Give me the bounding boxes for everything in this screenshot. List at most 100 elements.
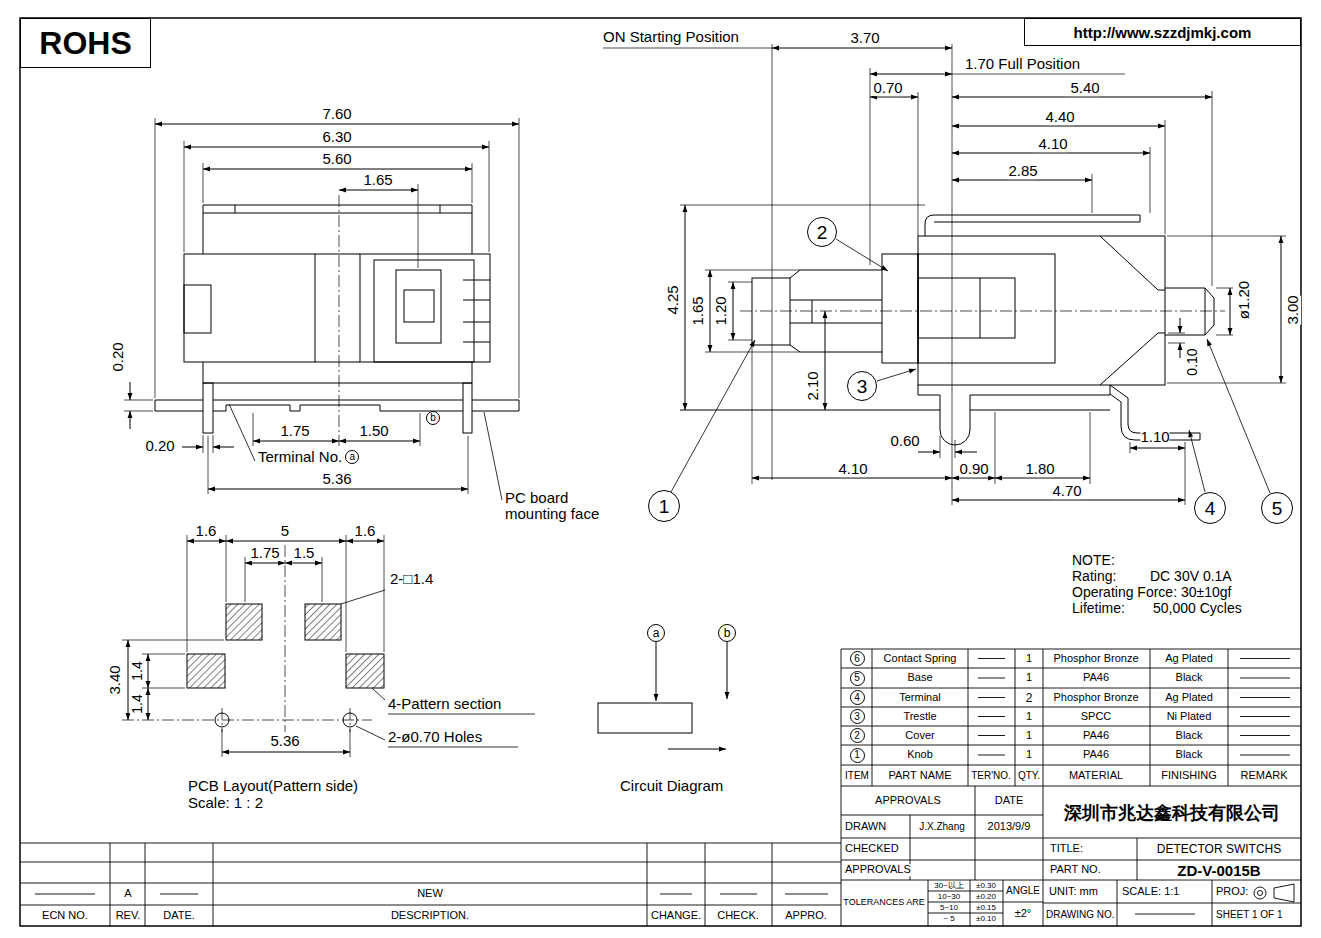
sheet-frame xyxy=(20,18,1301,926)
circuit-symbol xyxy=(727,642,728,699)
parts-table-cell: 2 xyxy=(1026,692,1033,705)
table-grid xyxy=(20,843,841,926)
dimension-line xyxy=(1281,236,1282,383)
pcb-layout xyxy=(285,563,322,564)
dimension-value: 6.30 xyxy=(322,129,351,145)
pcb-layout xyxy=(122,535,535,757)
table-grid xyxy=(841,649,1301,926)
callout-leader xyxy=(671,239,1270,493)
parts-table-cell: PA46 xyxy=(1083,672,1109,684)
dimension-value: 1.10 xyxy=(1140,429,1169,445)
parts-table-cell: Phosphor Bronze xyxy=(1054,692,1139,704)
revision-table-cell: REV. xyxy=(116,910,141,922)
dimension-value: 4.10 xyxy=(838,461,867,477)
circuit-symbol xyxy=(668,749,726,750)
dimension-line xyxy=(203,169,472,170)
pcb-layout xyxy=(305,604,341,640)
dimension-value: 1.75 xyxy=(250,545,279,561)
dimension-line xyxy=(952,97,1212,98)
rohs-mark: ROHS xyxy=(20,18,151,68)
dimension-line xyxy=(339,195,340,446)
title-block-cell: 深圳市兆达鑫科技有限公司 xyxy=(1064,804,1280,823)
dimension-line xyxy=(1180,343,1181,358)
drawing xyxy=(20,18,1301,926)
callout-number: 2 xyxy=(807,217,837,247)
table-grid xyxy=(1258,891,1263,896)
front-view xyxy=(463,280,490,342)
dimension-value: 4.25 xyxy=(665,285,681,314)
dimension-value: 1.6 xyxy=(355,523,376,539)
pcb-layout xyxy=(245,563,285,564)
title-block-cell: UNIT: mm xyxy=(1049,886,1098,898)
title-block-cell: ±0.10 xyxy=(976,914,996,922)
terminal-mark: b xyxy=(718,624,736,642)
dimension-line xyxy=(952,153,1150,154)
callout-leader xyxy=(877,369,916,381)
callout-number: 1 xyxy=(648,490,680,522)
parts-table-cell: QTY. xyxy=(1018,771,1040,782)
pcb-layout xyxy=(148,688,149,720)
dimension-value: 1.5 xyxy=(294,545,315,561)
item-number-text: 6 xyxy=(854,654,860,664)
title-block-cell: ~ 5 xyxy=(943,914,954,922)
parts-table-cell: 1 xyxy=(1026,749,1032,761)
title-block-cell: 5~10 xyxy=(940,903,958,911)
rating-note: Lifetime: xyxy=(1072,601,1125,616)
pcb-layout xyxy=(226,541,346,542)
front-view xyxy=(203,205,472,254)
parts-table-cell: Base xyxy=(907,672,932,684)
table-grid xyxy=(1254,887,1266,899)
pcb-layout xyxy=(122,535,384,757)
revision-table-cell: DATE. xyxy=(163,910,195,922)
callout-leader xyxy=(1189,430,1205,492)
dimension-line xyxy=(124,118,519,494)
revision-table-cell: DESCRIPTION. xyxy=(391,910,469,922)
rohs-mark-text: ROHS xyxy=(39,27,131,59)
position-note: ON Starting Position xyxy=(603,29,739,45)
terminal-label: Terminal No. xyxy=(258,449,342,465)
rating-note: 50,000 Cycles xyxy=(1153,601,1242,616)
table-grid xyxy=(841,786,1301,926)
dimension-value: 3.00 xyxy=(1285,295,1301,324)
dimension-line xyxy=(710,270,711,352)
side-view xyxy=(980,236,1165,385)
leader-note: PC board mounting face xyxy=(505,490,627,522)
front-view xyxy=(404,290,434,322)
dimension-line xyxy=(339,190,418,191)
item-number: 4 xyxy=(850,690,865,705)
dimension-value: 1.4 xyxy=(130,694,145,713)
terminal-mark-text: b xyxy=(724,627,731,639)
rating-note: DC 30V 0.1A xyxy=(1150,569,1232,584)
pad-note: 4-Pattern section xyxy=(388,696,501,712)
pcb-layout xyxy=(187,541,226,542)
dimension-value: 1.20 xyxy=(713,296,729,325)
side-view xyxy=(1165,288,1214,335)
dimension-value: 2.85 xyxy=(1008,163,1037,179)
parts-table-cell: 1 xyxy=(1026,672,1032,684)
dimension-value: 0.90 xyxy=(959,461,988,477)
view-title: Circuit Diagram xyxy=(620,778,723,794)
dimension-value: 5.36 xyxy=(322,471,351,487)
circuit-symbol xyxy=(598,703,692,733)
dimension-value: ø1.20 xyxy=(1236,281,1252,319)
table-grid xyxy=(1274,884,1294,902)
callout-number-text: 1 xyxy=(659,497,670,516)
dimension-value: 1.6 xyxy=(196,523,217,539)
dimension-value: 1.75 xyxy=(280,423,309,439)
dimension-line xyxy=(870,74,952,75)
parts-table-cell: Cover xyxy=(905,730,934,742)
website-box: http://www.szzdjmkj.com xyxy=(1024,18,1301,46)
item-number-text: 1 xyxy=(854,750,860,760)
dimension-value: 0.20 xyxy=(145,438,174,454)
pcb-layout xyxy=(222,752,350,753)
website-box-text: http://www.szzdjmkj.com xyxy=(1074,25,1252,40)
dimension-value: 3.70 xyxy=(850,30,879,46)
parts-table-cell: 1 xyxy=(1026,653,1032,665)
position-note: 1.70 Full Position xyxy=(965,56,1080,72)
dimension-line xyxy=(995,478,1090,479)
dimension-value: 4.40 xyxy=(1045,109,1074,125)
parts-table-cell: 1 xyxy=(1026,730,1032,742)
title-block-cell: SHEET 1 OF 1 xyxy=(1216,910,1283,921)
item-number: 1 xyxy=(850,748,865,763)
